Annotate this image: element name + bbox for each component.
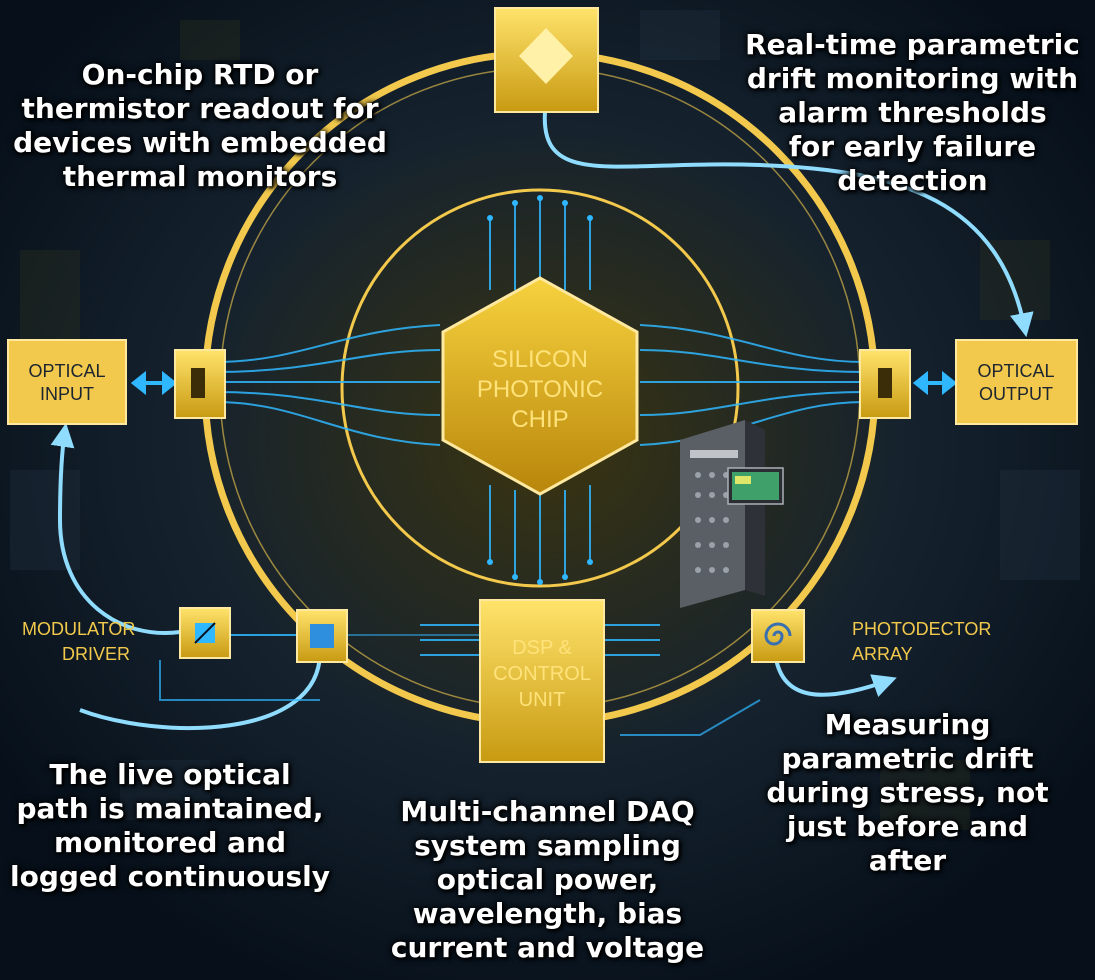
photodetector-node	[751, 609, 805, 663]
caption-bottom-center: Multi-channel DAQ system sampling optica…	[390, 795, 705, 964]
caption-bottom-left: The live optical path is maintained, mon…	[9, 758, 330, 893]
connector-lines	[159, 660, 761, 736]
test-rack-icon	[680, 420, 784, 608]
chip-label-line-2: PHOTONIC	[477, 376, 603, 403]
background-tiles	[10, 10, 1080, 830]
dsp-label-3: UNIT	[519, 689, 566, 711]
chip-label-line-3: CHIP	[511, 406, 568, 433]
optical-output-label-2: OUTPUT	[979, 384, 1053, 404]
circuit-traces	[214, 200, 866, 656]
optical-input-label-2: INPUT	[40, 384, 94, 404]
caption-top-left: On-chip RTD or thermistor readout for de…	[13, 58, 387, 193]
square-node-icon	[310, 624, 334, 648]
trace-endpoints	[487, 195, 593, 585]
port-icon	[878, 368, 892, 398]
dsp-control-unit: DSP & CONTROL UNIT	[479, 599, 605, 763]
diamond-icon	[519, 28, 573, 84]
dsp-label-1: DSP &	[512, 637, 572, 659]
optical-output-box: OPTICAL OUTPUT	[955, 339, 1078, 425]
modulator-driver-node	[179, 607, 231, 659]
caption-top-right: Real-time parametric drift monitoring wi…	[745, 28, 1080, 197]
silicon-photonic-chip: SILICON PHOTONIC CHIP	[441, 276, 639, 496]
dsp-label-2: CONTROL	[493, 663, 591, 685]
bidirectional-arrows	[130, 370, 958, 396]
flow-arrows	[50, 111, 1034, 731]
optical-input-box: OPTICAL INPUT	[7, 339, 127, 425]
spiral-icon	[764, 622, 792, 646]
modulator-label-1: MODULATOR	[22, 619, 135, 639]
top-node	[494, 7, 599, 113]
caption-bottom-right: Measuring parametric drift during stress…	[766, 708, 1049, 877]
right-port-node	[859, 349, 911, 419]
photodetector-label-2: ARRAY	[852, 644, 913, 664]
left-bottom-node	[296, 609, 348, 663]
port-icon	[191, 368, 205, 398]
inner-ring	[340, 188, 740, 588]
optical-output-label-1: OPTICAL	[977, 361, 1054, 381]
optical-input-label-1: OPTICAL	[28, 361, 105, 381]
modulator-label-2: DRIVER	[62, 644, 130, 664]
left-port-node	[174, 349, 226, 419]
photodetector-label-1: PHOTODECTOR	[852, 619, 991, 639]
chip-label-line-1: SILICON	[492, 346, 588, 373]
